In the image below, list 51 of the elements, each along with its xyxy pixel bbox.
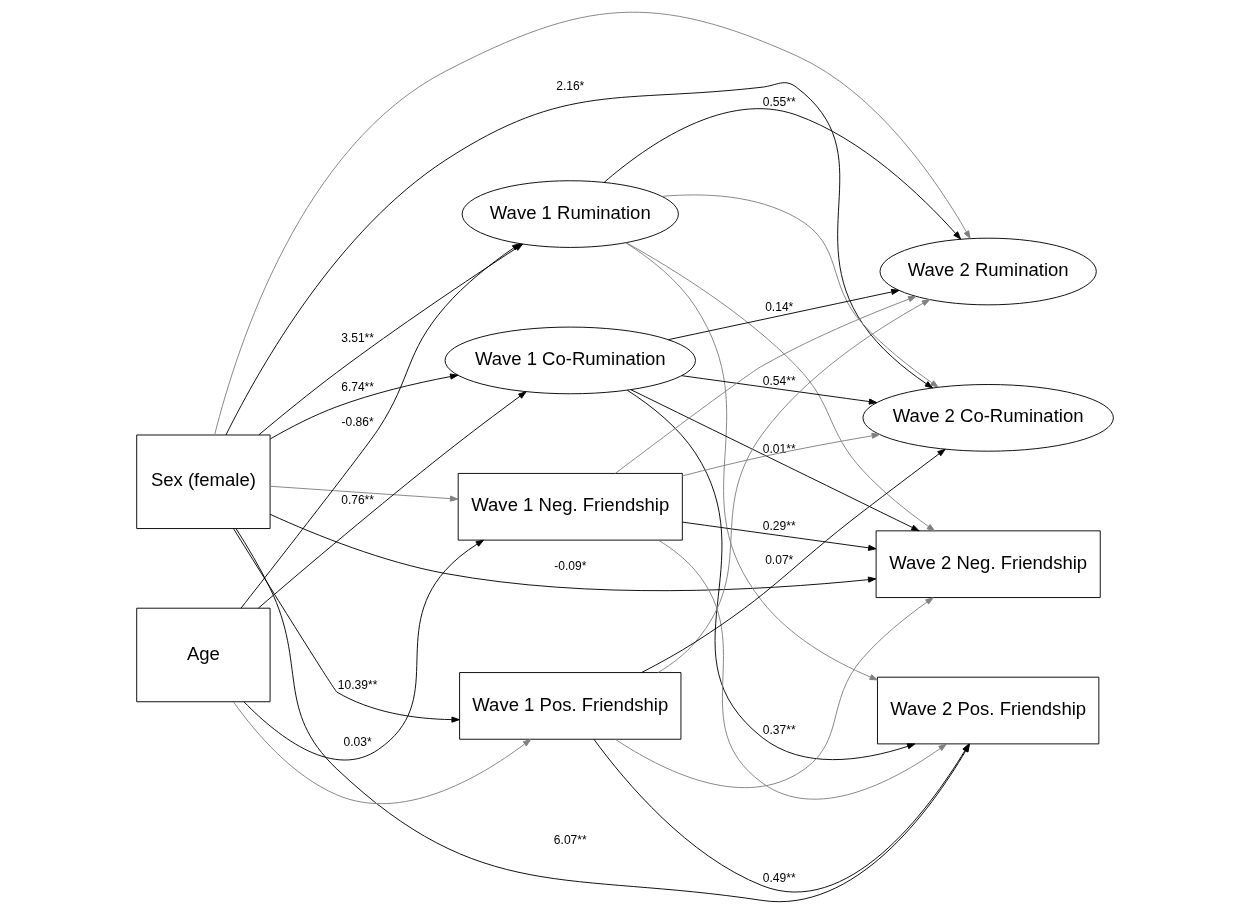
edge-label: 3.51**	[341, 331, 374, 346]
arrow	[668, 288, 900, 341]
node-ellipse: Wave 2 Co-Rumination	[862, 384, 1114, 452]
arrow	[225, 82, 934, 436]
edge-label: -0.86*	[341, 414, 374, 429]
edge-label: 0.14*	[765, 299, 794, 314]
arrow	[681, 375, 878, 405]
edge-label: 2.16*	[556, 79, 585, 94]
arrow	[625, 242, 936, 532]
edge-label: 0.49**	[762, 871, 796, 886]
arrow	[630, 389, 920, 532]
edge-label: 6.07**	[553, 833, 587, 848]
arrow	[214, 12, 971, 436]
node-box: Wave 2 Neg. Friendship	[875, 530, 1101, 598]
arrow	[661, 194, 939, 388]
arrow	[243, 539, 484, 761]
edge-label: 0.03*	[343, 735, 372, 750]
arrow	[233, 701, 532, 804]
node-ellipse: Wave 1 Co-Rumination	[444, 326, 696, 395]
arrow	[681, 432, 880, 477]
arrow	[625, 242, 878, 681]
node-ellipse: Wave 1 Rumination	[461, 180, 679, 248]
arrow	[626, 389, 916, 761]
arrow	[615, 597, 934, 788]
edge-label: 0.76**	[341, 493, 374, 508]
arrow	[658, 539, 947, 800]
arrow	[681, 521, 877, 551]
arrow	[614, 295, 917, 474]
edge-label: 6.74**	[341, 380, 374, 395]
arrow	[257, 391, 527, 609]
edge-label: -0.09*	[554, 559, 587, 574]
node-box: Sex (female)	[136, 434, 271, 529]
arrow	[269, 485, 459, 502]
edge-label: 0.07*	[765, 552, 794, 567]
arrow	[233, 528, 460, 723]
edge-label: 0.29**	[762, 519, 796, 534]
edge-label: 0.55**	[762, 95, 796, 110]
arrow	[269, 373, 459, 440]
edge-label: 0.37**	[762, 723, 796, 738]
node-box: Wave 2 Pos. Friendship	[877, 676, 1100, 745]
arrow	[641, 448, 946, 673]
arrow	[269, 513, 877, 592]
edge-label: 10.39**	[337, 677, 378, 692]
arrow	[240, 243, 521, 609]
node-box: Age	[136, 607, 271, 703]
arrow	[603, 108, 962, 240]
node-box: Wave 1 Neg. Friendship	[457, 472, 683, 541]
node-box: Wave 1 Pos. Friendship	[459, 672, 682, 740]
edge-label: 0.54**	[762, 373, 796, 388]
edge-label: 0.01**	[762, 442, 796, 457]
arrow	[657, 299, 931, 673]
